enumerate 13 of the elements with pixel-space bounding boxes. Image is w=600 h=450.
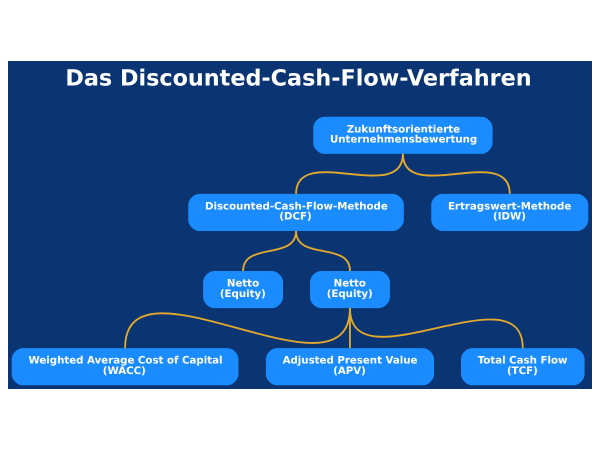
diagram-title: Das Discounted-Cash-Flow-Verfahren xyxy=(65,65,532,92)
node-box: Discounted-Cash-Flow-Methode (DCF) xyxy=(188,194,404,232)
node-box: Total Cash Flow (TCF) xyxy=(460,348,585,386)
connector xyxy=(242,230,297,272)
node-box: Weighted Average Cost of Capital (WACC) xyxy=(12,348,238,386)
connector xyxy=(349,308,524,348)
node-box: Adjusted Present Value (APV) xyxy=(266,348,434,386)
node-box: Netto (Equity) xyxy=(310,271,390,308)
node-box: Netto (Equity) xyxy=(203,271,284,308)
connector xyxy=(402,154,511,194)
connector xyxy=(295,230,351,272)
node-box: Ertragswert-Methode (IDW) xyxy=(431,194,588,232)
node-box: Zukunftsorientierte Unternehmensbewertung xyxy=(313,116,493,154)
